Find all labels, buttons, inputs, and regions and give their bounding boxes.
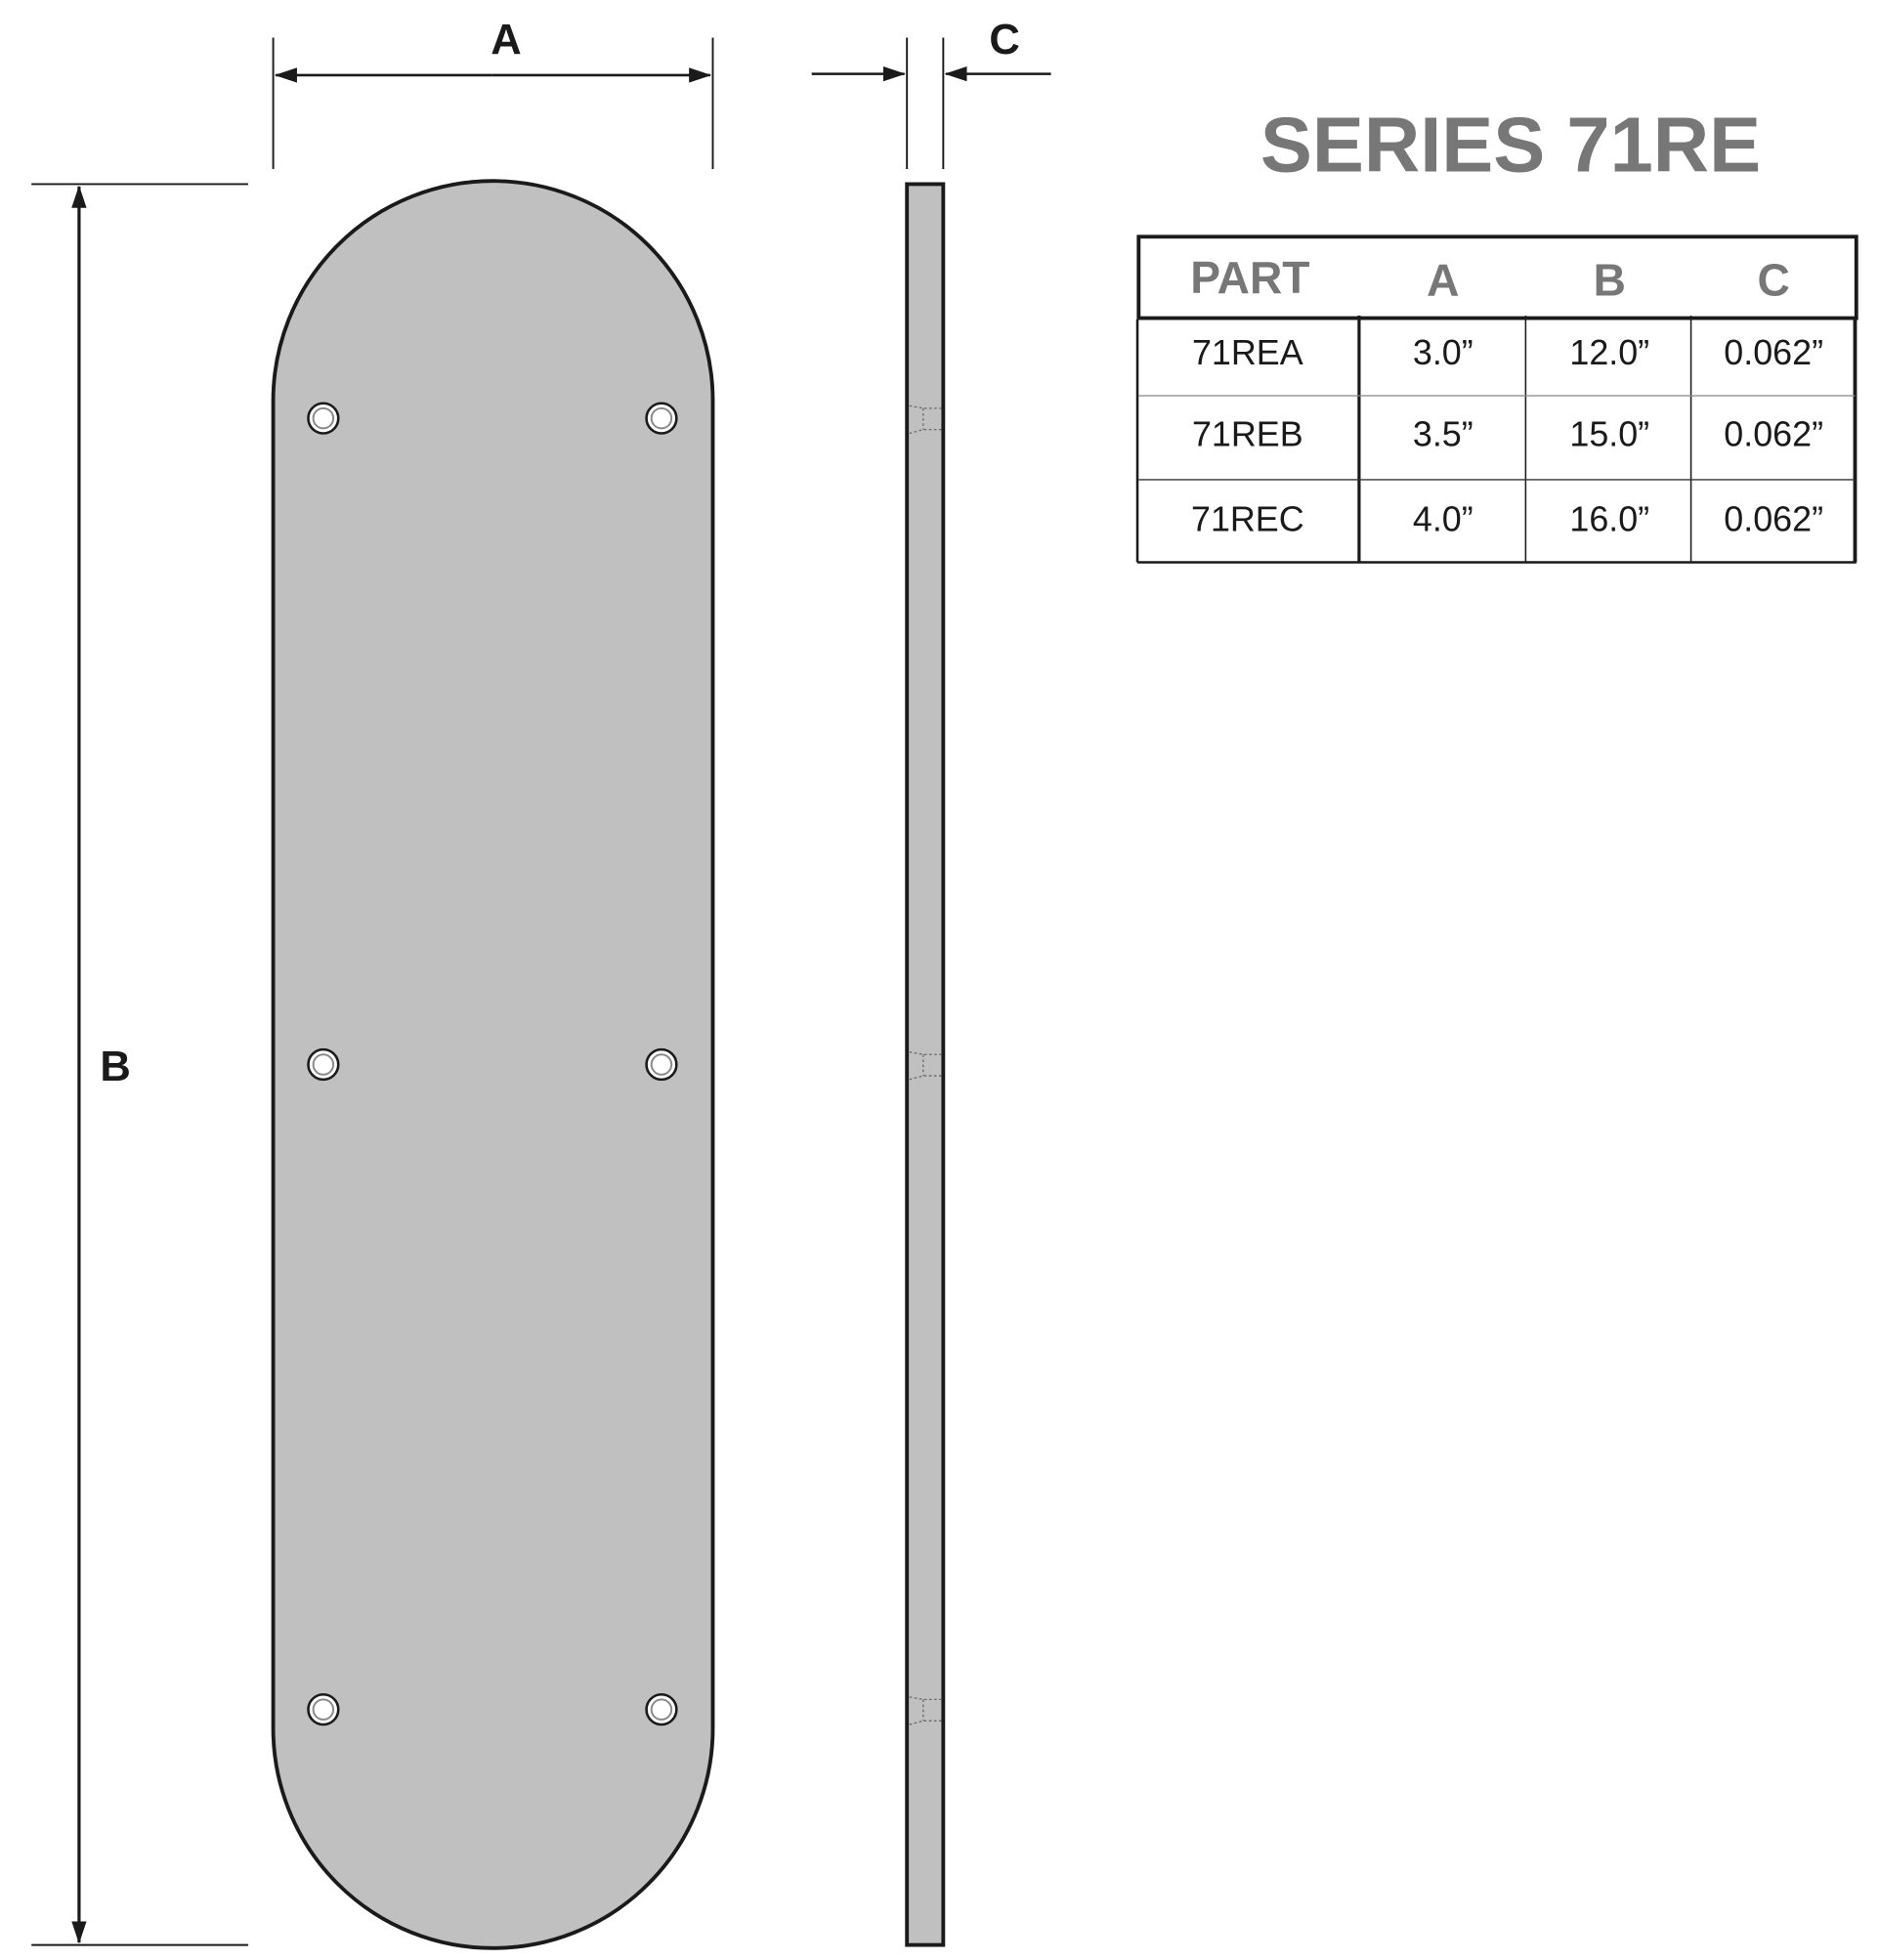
screw-holes <box>307 402 678 1726</box>
series-title: SERIES 71RE <box>1260 102 1761 189</box>
cell-a: 3.0” <box>1413 333 1473 372</box>
dimension-label-c: C <box>989 17 1019 64</box>
header-c: C <box>1758 255 1790 306</box>
header-part: PART <box>1190 252 1309 303</box>
header-a: A <box>1427 255 1459 306</box>
cell-part: 71REB <box>1192 414 1303 453</box>
table-header-row: PART A B C <box>1190 252 1790 306</box>
table-row: 71REB 3.5” 15.0” 0.062” <box>1192 414 1823 453</box>
cell-c: 0.062” <box>1724 499 1823 538</box>
cell-b: 16.0” <box>1569 499 1649 538</box>
dimension-label-b: B <box>100 1044 130 1090</box>
dimension-table: PART A B C 71REA 3.0” 12.0” 0.062” 71REB… <box>1135 234 1858 564</box>
dimension-label-a: A <box>491 17 521 64</box>
header-b: B <box>1594 255 1626 306</box>
dimension-a: A <box>272 17 714 170</box>
cell-part: 71REC <box>1191 499 1304 538</box>
countersink-hidden-lines <box>909 405 944 1726</box>
table-row: 71REC 4.0” 16.0” 0.062” <box>1191 499 1823 538</box>
dimension-b: B <box>31 183 248 1946</box>
cell-a: 3.5” <box>1413 414 1473 453</box>
cell-a: 4.0” <box>1413 499 1473 538</box>
side-profile <box>905 182 946 1947</box>
cell-b: 12.0” <box>1569 333 1649 372</box>
table-row: 71REA 3.0” 12.0” 0.062” <box>1192 333 1823 372</box>
cell-part: 71REA <box>1192 333 1303 372</box>
table-header-box <box>1136 234 1858 320</box>
dimension-c: C <box>811 17 1051 170</box>
plate-side-view <box>905 182 946 1947</box>
plate-outline <box>271 179 715 1950</box>
plate-front-view <box>271 179 715 1950</box>
cell-c: 0.062” <box>1724 333 1823 372</box>
cell-c: 0.062” <box>1724 414 1823 453</box>
cell-b: 15.0” <box>1569 414 1649 453</box>
